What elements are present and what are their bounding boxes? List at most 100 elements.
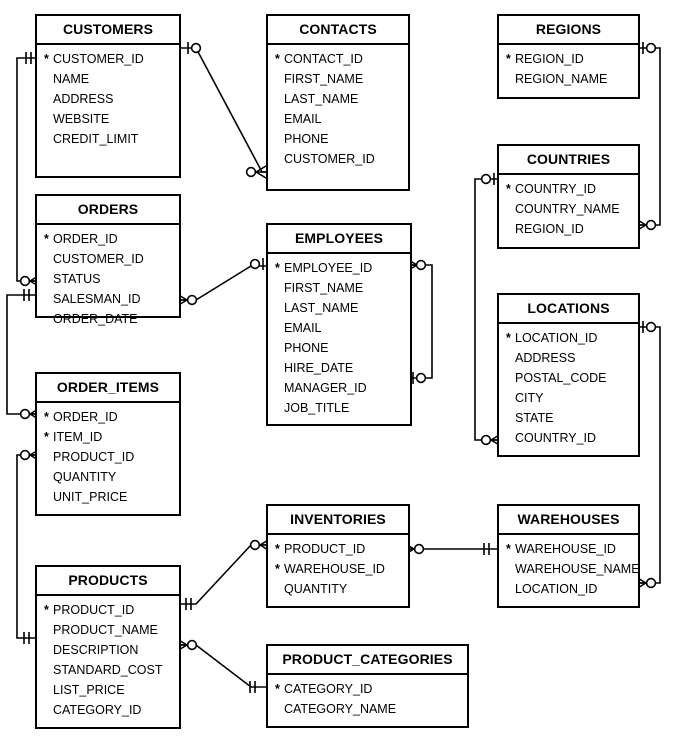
attribute-name: FIRST_NAME: [284, 72, 364, 86]
entity-title-order_items: ORDER_ITEMS: [37, 374, 179, 403]
entity-title-contacts: CONTACTS: [268, 16, 408, 45]
attribute-name: CONTACT_ID: [284, 52, 363, 66]
entity-countries[interactable]: COUNTRIES * COUNTRY_ID COUNTRY_NAME REGION_I…: [497, 144, 640, 249]
attribute-row: CATEGORY_NAME: [268, 699, 467, 719]
attribute-name: DESCRIPTION: [53, 643, 139, 657]
attribute-name: STANDARD_COST: [53, 663, 163, 677]
primary-key-marker: *: [506, 542, 511, 556]
attribute-list-inventories: *PRODUCT_ID * WAREHOUSE_ID QUANTITY: [268, 535, 408, 605]
attribute-row: LOCATION_ID: [499, 579, 638, 599]
attribute-name: CATEGORY_NAME: [284, 702, 397, 716]
attribute-row: LAST_NAME: [268, 89, 408, 109]
attribute-row: POSTAL_CODE: [499, 368, 638, 388]
attribute-name: ITEM_ID: [53, 430, 103, 444]
attribute-name: REGION_ID: [515, 52, 584, 66]
attribute-name: PRODUCT_NAME: [53, 623, 158, 637]
attribute-name: NAME: [53, 72, 90, 86]
attribute-name: SALESMAN_ID: [53, 292, 141, 306]
attribute-name: HIRE_DATE: [284, 361, 354, 375]
attribute-row: COUNTRY_ID: [499, 428, 638, 448]
attribute-row: *LOCATION_ID: [499, 328, 638, 348]
attribute-row: *REGION_ID: [499, 49, 638, 69]
attribute-row: SALESMAN_ID: [37, 289, 179, 309]
attribute-row: DESCRIPTION: [37, 640, 179, 660]
attribute-row: LIST_PRICE: [37, 680, 179, 700]
attribute-name: ADDRESS: [53, 92, 114, 106]
attribute-name: CUSTOMER_ID: [53, 52, 144, 66]
attribute-name: REGION_ID: [515, 222, 584, 236]
attribute-name: LOCATION_ID: [515, 331, 598, 345]
attribute-list-contacts: * CONTACT_ID FIRST_NAME LAST_NAME EMAIL PHONE…: [268, 45, 408, 175]
attribute-name: WAREHOUSE_NAME: [515, 562, 640, 576]
attribute-name: PHONE: [284, 341, 329, 355]
attribute-name: EMPLOYEE_ID: [284, 261, 373, 275]
attribute-name: QUANTITY: [284, 582, 348, 596]
attribute-name: PHONE: [284, 132, 329, 146]
entity-contacts[interactable]: CONTACTS * CONTACT_ID FIRST_NAME LAST_NAME EM…: [266, 14, 410, 191]
attribute-row: PRODUCT_ID: [37, 447, 179, 467]
attribute-name: CUSTOMER_ID: [284, 152, 375, 166]
primary-key-marker: *: [275, 52, 280, 66]
attribute-row: NAME: [37, 69, 179, 89]
primary-key-marker: *: [506, 182, 511, 196]
attribute-row: FIRST_NAME: [268, 69, 408, 89]
entity-title-orders: ORDERS: [37, 196, 179, 225]
attribute-row: LAST_NAME: [268, 298, 410, 318]
attribute-name: QUANTITY: [53, 470, 117, 484]
attribute-name: ORDER_DATE: [53, 312, 138, 326]
attribute-name: CREDIT_LIMIT: [53, 132, 139, 146]
attribute-row: REGION_ID: [499, 219, 638, 239]
attribute-name: LIST_PRICE: [53, 683, 125, 697]
attribute-row: EMAIL: [268, 109, 408, 129]
attribute-row: WAREHOUSE_NAME: [499, 559, 640, 579]
attribute-row: *WAREHOUSE_ID: [499, 539, 638, 559]
primary-key-marker: *: [44, 603, 49, 617]
attribute-name: EMAIL: [284, 112, 322, 126]
attribute-row: *PRODUCT_ID: [37, 600, 179, 620]
attribute-name: CUSTOMER_ID: [53, 252, 144, 266]
attribute-name: CATEGORY_ID: [284, 682, 373, 696]
attribute-name: MANAGER_ID: [284, 381, 367, 395]
attribute-name: JOB_TITLE: [284, 401, 350, 415]
attribute-name: COUNTRY_ID: [515, 182, 597, 196]
attribute-row: QUANTITY: [37, 467, 179, 487]
attribute-name: WAREHOUSE_ID: [284, 562, 385, 576]
attribute-row: QUANTITY: [268, 579, 408, 599]
attribute-row: PHONE: [268, 129, 408, 149]
attribute-row: STATE: [499, 408, 638, 428]
entity-title-countries: COUNTRIES: [499, 146, 638, 175]
attribute-row: *PRODUCT_ID: [268, 539, 408, 559]
primary-key-marker: *: [44, 430, 49, 444]
attribute-name: COUNTRY_NAME: [515, 202, 620, 216]
primary-key-marker: *: [275, 562, 280, 576]
attribute-name: PRODUCT_ID: [53, 450, 135, 464]
attribute-row: * CONTACT_ID: [268, 49, 408, 69]
attribute-row: WEBSITE: [37, 109, 179, 129]
attribute-name: WEBSITE: [53, 112, 110, 126]
primary-key-marker: *: [44, 52, 49, 66]
entity-title-employees: EMPLOYEES: [268, 225, 410, 254]
attribute-row: * EMPLOYEE_ID: [268, 258, 410, 278]
attribute-name: CATEGORY_ID: [53, 703, 142, 717]
attribute-name: STATE: [515, 411, 554, 425]
entity-title-products: PRODUCTS: [37, 567, 179, 596]
entity-products[interactable]: PRODUCTS *PRODUCT_ID PRODUCT_NAME DESCRIPTI…: [35, 565, 181, 729]
connector-customers-contacts: [181, 42, 267, 179]
attribute-name: STATUS: [53, 272, 101, 286]
primary-key-marker: *: [275, 261, 280, 275]
attribute-row: HIRE_DATE: [268, 358, 410, 378]
attribute-list-customers: * CUSTOMER_ID NAME ADDRESS WEBSITE CREDIT_LIM…: [37, 45, 179, 155]
attribute-row: ADDRESS: [499, 348, 638, 368]
